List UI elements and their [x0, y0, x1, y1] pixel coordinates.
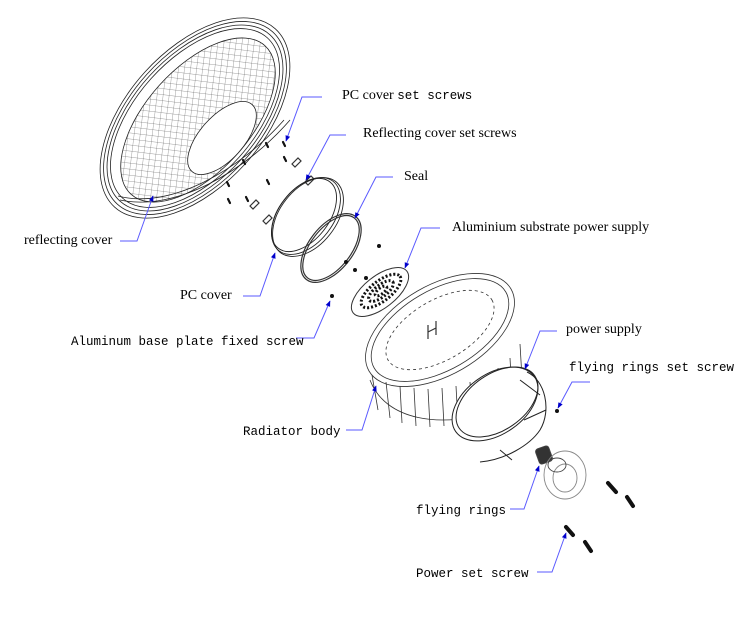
- leader-aluminum-base-plate: [296, 300, 331, 339]
- flying-rings-set-screws-part: [555, 409, 559, 413]
- leader-reflecting-cover: [120, 195, 154, 242]
- leader-flying-rings-set-screws: [557, 381, 590, 409]
- power-set-screw-part: [564, 481, 635, 553]
- aluminum-base-plate-fixed-screw-part: [330, 244, 381, 298]
- pc-cover-set-screws-part: [225, 140, 288, 205]
- leader-seal: [354, 176, 393, 219]
- pc-cover-part: [258, 164, 358, 269]
- label-reflecting-cover-set-screws: Reflecting cover set screws: [363, 126, 517, 141]
- reflecting-cover-part: [64, 0, 326, 253]
- label-aluminium-substrate-power-supply: Aluminium substrate power supply: [452, 220, 650, 235]
- label-pc-cover-set-screws: PC cover set screws: [342, 89, 472, 103]
- label-pc-cover-set-screws-part1: PC cover: [342, 88, 394, 103]
- label-flying-rings: flying rings: [416, 504, 507, 518]
- leader-lines: [120, 96, 590, 573]
- flying-rings-part: [535, 445, 586, 499]
- reflecting-cover-set-screws-part: [249, 157, 315, 225]
- label-aluminum-base-plate-fixed-screw: Aluminum base plate fixed screw: [71, 335, 304, 349]
- leader-pc-cover-set-screws: [285, 96, 322, 142]
- leader-power-set-screw: [537, 532, 567, 573]
- leader-radiator-body: [346, 385, 377, 431]
- label-reflecting-cover: reflecting cover: [24, 233, 113, 248]
- label-pc-cover-set-screws-part2: set screws: [397, 89, 473, 103]
- leader-reflecting-cover-set-screws: [305, 134, 346, 181]
- label-power-supply: power supply: [566, 322, 642, 337]
- leader-power-supply: [524, 330, 557, 370]
- leader-pc-cover: [243, 252, 276, 297]
- label-flying-rings-set-screws: flying rings set screws: [569, 361, 735, 375]
- aluminium-substrate-part: [343, 258, 416, 325]
- label-seal: Seal: [404, 169, 429, 184]
- leader-flying-rings: [510, 465, 540, 510]
- label-pc-cover: PC cover: [180, 288, 232, 303]
- leader-aluminium-substrate: [404, 227, 440, 269]
- power-supply-part: [438, 352, 551, 462]
- label-radiator-body: Radiator body: [243, 425, 341, 439]
- label-power-set-screw: Power set screw: [416, 567, 529, 581]
